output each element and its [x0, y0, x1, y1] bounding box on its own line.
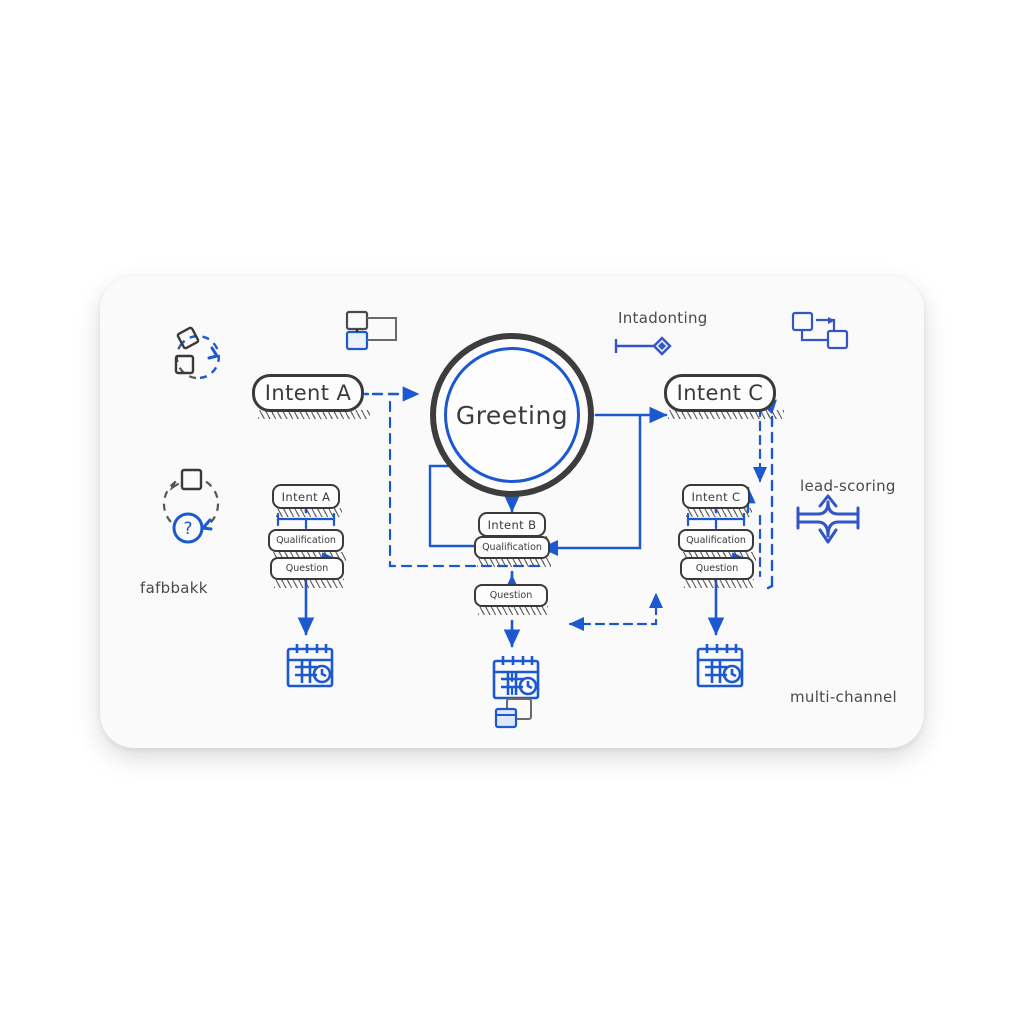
flow-arrow-icon [791, 311, 849, 350]
right-column-step-question[interactable]: Question [680, 557, 754, 580]
greeting-label: Greeting [455, 400, 569, 430]
right-column-step-qualification[interactable]: Qualification [678, 529, 754, 552]
flow-nodes-icon [345, 310, 397, 351]
calendar-icon[interactable] [694, 640, 746, 690]
calendar-icon[interactable] [284, 640, 336, 690]
greeting-inner-ring [444, 347, 580, 483]
annotation-feedback: fafbbakk [140, 579, 208, 597]
right-step-1-shadow [686, 508, 752, 517]
left-step-3-shadow [274, 579, 344, 588]
refresh-squares-icon [174, 326, 220, 380]
center-column-step-intent-b[interactable]: Intent B [478, 512, 546, 537]
left-column-step-question[interactable]: Question [270, 557, 344, 580]
left-column-step-intent-a[interactable]: Intent A [272, 484, 340, 509]
center-column-step-question[interactable]: Question [474, 584, 548, 607]
stacked-windows-icon [494, 698, 532, 729]
annotation-multi-channel: multi-channel [790, 688, 898, 706]
intent-a-node[interactable]: Intent A [252, 374, 364, 412]
intent-a-shadow [258, 410, 370, 419]
center-step-2-shadow [477, 558, 551, 567]
right-column-step-intent-c[interactable]: Intent C [682, 484, 750, 509]
right-step-3-shadow [684, 579, 754, 588]
routing-diamond-icon [614, 336, 672, 356]
intent-c-shadow [668, 410, 784, 419]
left-step-1-shadow [276, 508, 342, 517]
annotation-lead-scoring: lead-scoring [800, 477, 896, 495]
left-column-step-qualification[interactable]: Qualification [268, 529, 344, 552]
greeting-node[interactable]: Greeting [430, 333, 594, 497]
left-step-2-shadow [272, 552, 346, 561]
right-step-2-shadow [682, 552, 756, 561]
expand-arrows-icon [796, 494, 860, 544]
annotation-intent-routing: Intadonting [618, 309, 708, 327]
center-column-step-qualification[interactable]: Qualification [474, 536, 550, 559]
svg-text:?: ? [183, 519, 192, 539]
sketch-card: Greeting Intent A Intent C Intent A Qual… [100, 276, 924, 748]
center-step-3-shadow [478, 606, 548, 615]
question-loop-icon: ? [162, 468, 220, 544]
intent-c-node[interactable]: Intent C [664, 374, 776, 412]
